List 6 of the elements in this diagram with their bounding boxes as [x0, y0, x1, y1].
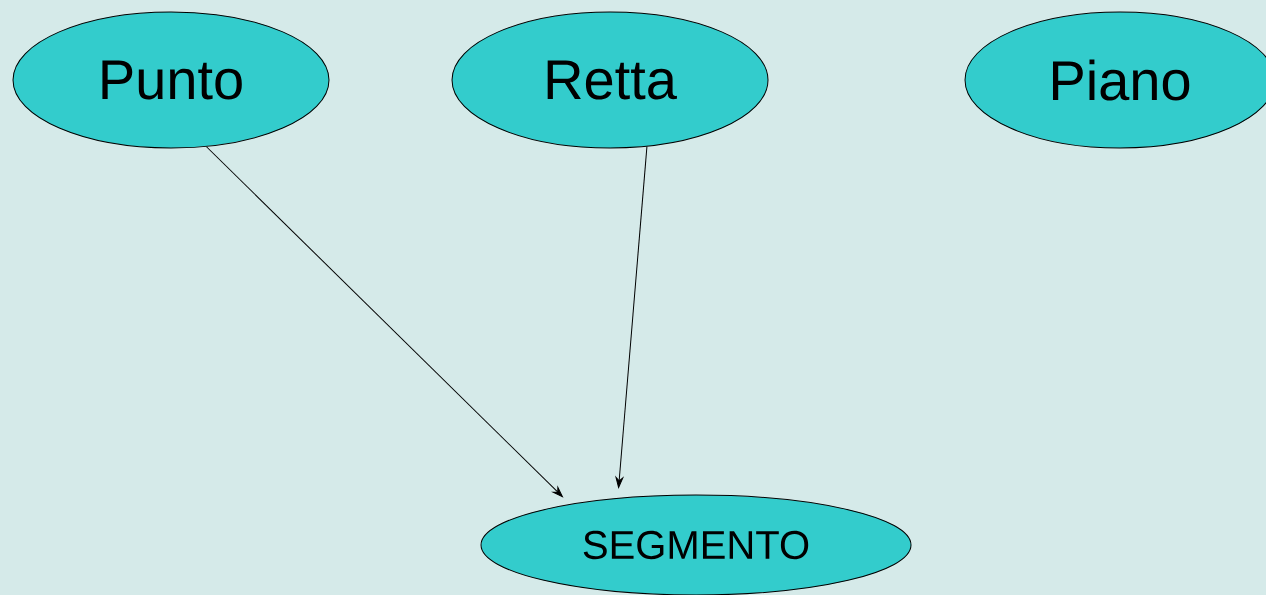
- arrow: [615, 146, 648, 488]
- arrow: [206, 146, 563, 498]
- ellipse-node: SEGMENTO: [480, 494, 912, 595]
- ellipse-node: Piano: [964, 11, 1266, 149]
- ellipse-node: Retta: [451, 11, 769, 149]
- ellipse-node: Punto: [12, 11, 330, 149]
